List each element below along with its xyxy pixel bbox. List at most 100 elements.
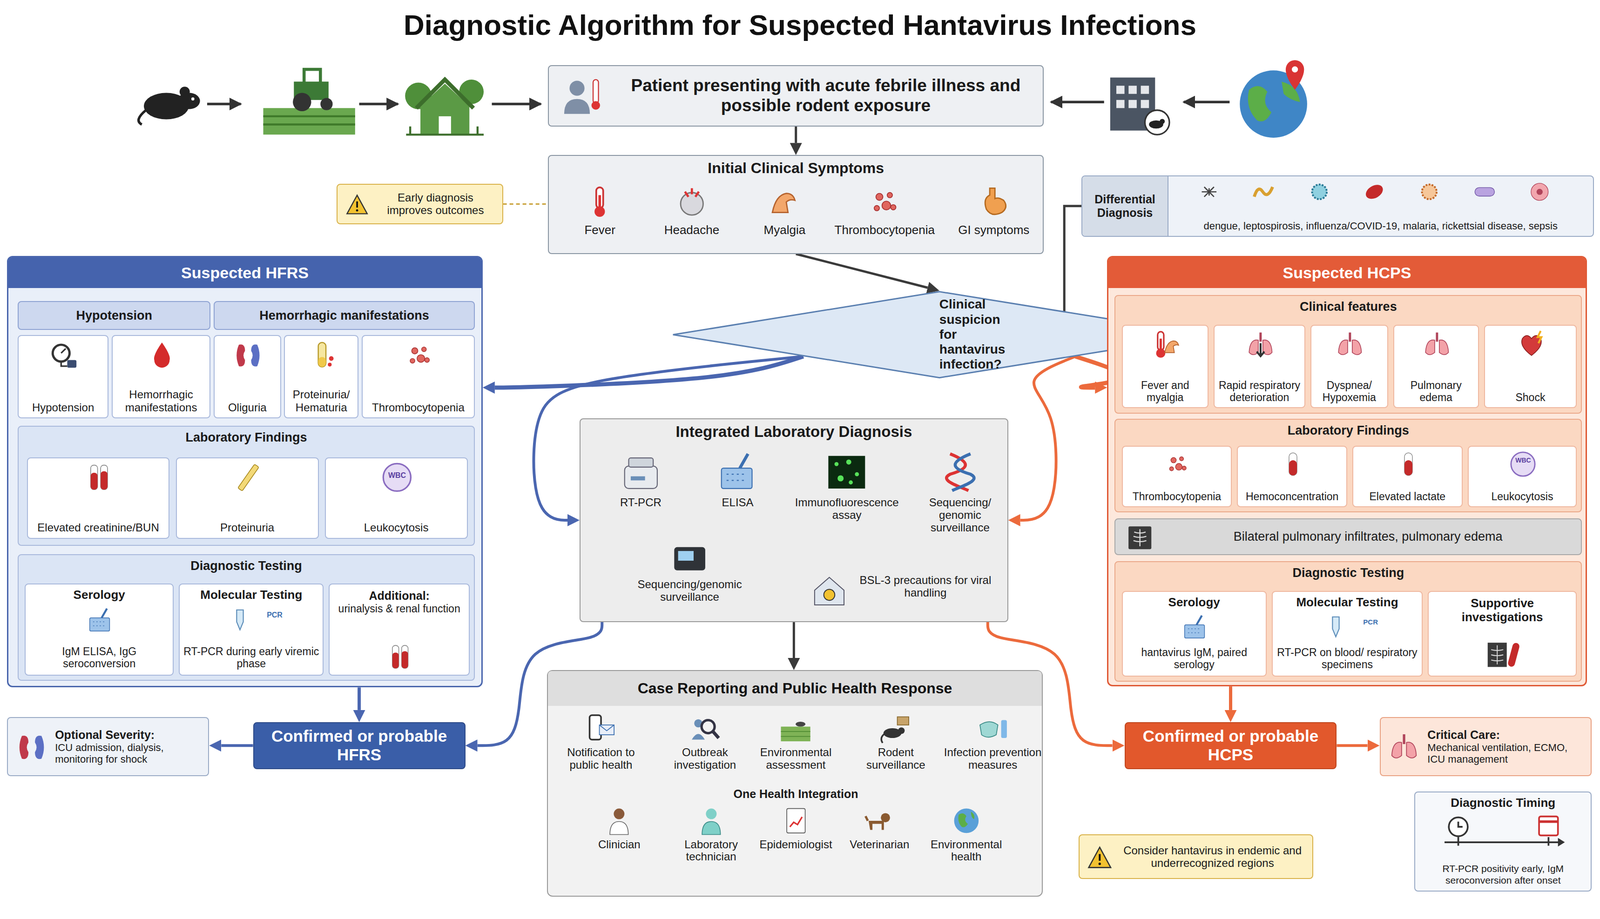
icon [695, 805, 727, 837]
body-text: Hemorrhagic manifestations [259, 308, 430, 324]
item-label: ELISA [691, 496, 784, 510]
icon [306, 340, 338, 372]
body-text: Hypotension [75, 308, 153, 324]
section-box: Clinical featuresFever and myalgiaRapid … [1114, 295, 1582, 414]
heading-text: Serology [73, 588, 126, 603]
finding-box: LeukocytosisWBC [324, 457, 468, 540]
process-box: Confirmed or probable HFRS [253, 722, 466, 770]
finding-box: Hemoconcentration [1236, 445, 1348, 508]
icon [977, 184, 1013, 220]
rat-icon [138, 86, 201, 125]
body-text: Oliguria [228, 401, 267, 415]
flow-arrow [1051, 100, 1105, 103]
body-text: Mechanical ventilation, ECMO, ICU manage… [1427, 742, 1586, 766]
globe-icon [1239, 60, 1308, 138]
finding-box: Thrombocytopenia [1121, 445, 1233, 508]
icon [779, 712, 812, 745]
icon [582, 184, 618, 220]
heading-text: Diagnostic Testing [1115, 566, 1581, 581]
process-box: Hypotension [17, 301, 211, 330]
icon [1334, 329, 1366, 361]
finding-box: Shock [1484, 324, 1577, 409]
heading-text: Suspected HFRS [8, 257, 481, 289]
body-text: urinalysis & renal function [338, 602, 461, 615]
icon [1527, 179, 1553, 205]
item-label: WBC [376, 471, 418, 480]
heading-text: Diagnostic Timing [1450, 796, 1556, 811]
item-label: One Health Integration [693, 787, 898, 801]
heading-text: Suspected HCPS [1108, 257, 1586, 289]
item-label: Clinician [578, 838, 661, 852]
heading-text: Clinical features [1115, 299, 1581, 315]
icon [48, 340, 80, 372]
section-box: Diagnostic TestingSerologyhantavirus IgM… [1114, 561, 1582, 682]
icon [620, 452, 662, 493]
section-box: Laboratory FindingsElevated creatinine/B… [17, 425, 475, 547]
connector-arrow [1336, 744, 1368, 748]
test-box: Supportive investigations [1427, 591, 1577, 677]
finding-box: Pulmonary edema [1393, 324, 1479, 409]
flow-arrow [492, 102, 541, 106]
icon [87, 607, 114, 635]
test-box: Molecular TestingRT-PCR during early vir… [178, 583, 324, 676]
body-text: Hemoconcentration [1245, 490, 1339, 503]
test-box: Serologyhantavirus IgM, paired serology [1121, 591, 1267, 677]
heading-text: Molecular Testing [1296, 595, 1398, 610]
flow-arrow [359, 102, 399, 106]
body-text: Pulmonary edema [1396, 379, 1476, 405]
finding-box: Rapid respiratory deterioration [1213, 324, 1306, 409]
body-text: Proteinuria [220, 521, 275, 535]
body-text: IgM ELISA, IgG seroconversion [29, 645, 169, 671]
test-box: Molecular TestingRT-PCR on blood/ respir… [1271, 591, 1423, 677]
heading-text: Diagnostic Testing [18, 559, 474, 574]
connector-arrow [1228, 686, 1233, 711]
icon [584, 712, 618, 745]
title: Diagnostic Algorithm for Suspected Hanta… [0, 8, 1600, 42]
process-box: Patient presenting with acute febrile il… [547, 65, 1044, 127]
finding-box: Thrombocytopenia [361, 335, 475, 419]
body-text: Confirmed or probable HFRS [259, 727, 460, 765]
icon [867, 184, 903, 220]
heading-text: Critical Care: [1427, 728, 1586, 743]
icon [1387, 731, 1421, 764]
icon [810, 572, 848, 609]
icon [226, 607, 254, 635]
finding-box: LeukocytosisWBC [1467, 445, 1578, 508]
farm-icon [263, 69, 356, 135]
icon [1245, 329, 1276, 361]
body-text: Shock [1515, 391, 1546, 404]
icon [232, 462, 264, 493]
body-text: RT-PCR positivity early, IgM seroconvers… [1418, 863, 1587, 886]
finding-box: Proteinuria [175, 457, 319, 540]
body-text: Confirmed or probable HCPS [1131, 727, 1331, 765]
item-label: Headache [645, 223, 738, 237]
body-text: Consider hantavirus in endemic and under… [1118, 844, 1307, 871]
item-label: Outbreak investigation [655, 746, 754, 772]
icon [83, 462, 115, 493]
body-text: Supportive investigations [1432, 596, 1573, 625]
item-label: Thrombocytopenia [826, 223, 943, 237]
icon [976, 712, 1010, 745]
finding-box: Oliguria [213, 335, 282, 419]
connector-arrow [796, 254, 928, 288]
test-box: SerologyIgM ELISA, IgG seroconversion [24, 583, 174, 676]
icon [1421, 329, 1453, 361]
category-panel: Suspected HFRS Hypotension Hemorrhagic man… [6, 256, 483, 688]
house-icon [405, 79, 484, 135]
heading-text: Laboratory Findings [18, 430, 474, 446]
process-box: Critical Care:Mechanical ventilation, EC… [1379, 717, 1593, 777]
test-box: Additional:urinalysis & renal function [328, 583, 470, 676]
icon [404, 340, 435, 372]
item-label: Laboratory technician [665, 838, 757, 865]
differential-box: Differential Diagnosisdengue, leptospiro… [1081, 175, 1594, 237]
icon [1485, 637, 1521, 673]
icon [1279, 451, 1307, 478]
icon [1395, 451, 1422, 478]
connector-arrow [1020, 356, 1076, 521]
body-text: Elevated lactate [1369, 490, 1446, 503]
icon [1307, 179, 1332, 205]
heading-text: Differential Diagnosis [1082, 176, 1168, 237]
building-icon [1110, 77, 1170, 136]
item-label: Veterinarian [838, 838, 921, 852]
heading-text: Serology [1168, 595, 1221, 610]
